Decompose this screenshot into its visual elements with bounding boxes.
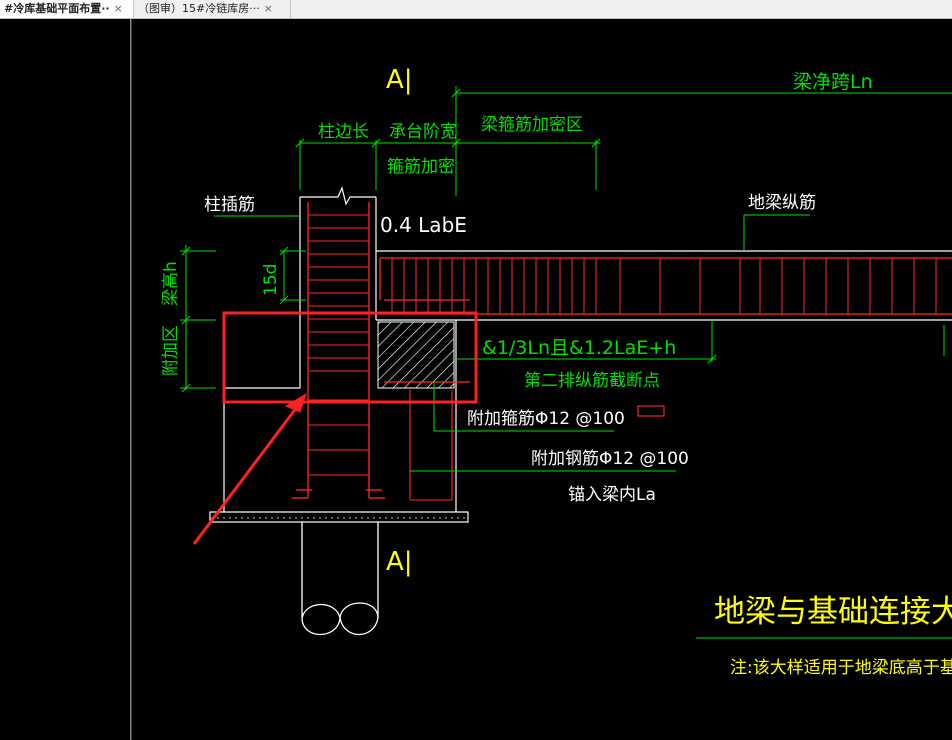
label-additional-rebar: 附加钢筋Φ12 @100 (531, 449, 689, 469)
label-cutoff-length: &1/3Ln且&1.2LaE+h (482, 337, 676, 359)
ground-beam-outline (376, 250, 952, 321)
section-mark-bottom: A| (386, 547, 413, 577)
label-additional-stirrup: 附加箍筋Φ12 @100 (467, 409, 625, 429)
tab-label: #冷库基础平面布置·· (4, 2, 110, 15)
label-additional-zone: 附加区 (161, 325, 181, 376)
column-stirrups (308, 214, 369, 476)
pile-outline (301, 522, 379, 635)
tab-foundation-plan[interactable]: #冷库基础平面布置··× (0, 0, 134, 18)
tab-cold-chain-warehouse[interactable]: （图审）15#冷链库房···× (134, 0, 291, 18)
label-second-row-cutoff: 第二排纵筋截断点 (524, 371, 660, 391)
label-anchor-in-beam: 锚入梁内La (568, 485, 656, 505)
left-side-panel (0, 19, 130, 740)
additional-rebar (409, 390, 665, 501)
section-marks: A| A| (386, 65, 413, 577)
label-column-side-length: 柱边长 (318, 122, 369, 142)
beam-section-hatch (377, 321, 455, 389)
blinding-layer (209, 511, 469, 523)
beam-stirrups (391, 258, 937, 314)
markup-annotation[interactable] (192, 311, 478, 545)
close-icon[interactable]: × (263, 2, 273, 15)
label-15d: 15d (261, 264, 281, 296)
label-anchor-length: 0.4 LabE (380, 213, 467, 237)
panel-divider[interactable] (130, 19, 131, 740)
markup-rectangle[interactable] (222, 311, 478, 404)
label-beam-clear-span: 梁净跨Ln (793, 71, 873, 93)
markup-arrow-line[interactable] (192, 402, 302, 545)
detail-note: 注:该大样适用于地梁底高于基础顶 (730, 658, 952, 678)
label-ground-beam-long-bar: 地梁纵筋 (748, 193, 816, 213)
column-outline (224, 186, 377, 389)
column-rebar (292, 202, 385, 499)
label-beam-stirrup-dense-zone: 梁箍筋加密区 (481, 115, 583, 135)
pile-cap-outline (223, 320, 457, 512)
section-mark-top: A| (386, 65, 413, 95)
tab-label: （图审）15#冷链库房··· (138, 2, 260, 15)
panel-divider-shadow (131, 19, 132, 740)
dimension-lines (180, 86, 952, 639)
close-icon[interactable]: × (113, 2, 123, 15)
drawing-labels: 梁净跨Ln 柱边长 承台阶宽 箍筋加密 梁箍筋加密区 柱插筋 0.4 LabE … (161, 71, 873, 505)
label-cap-step-width: 承台阶宽 (389, 122, 457, 142)
document-tab-bar: #冷库基础平面布置··× （图审）15#冷链库房···× (0, 0, 952, 19)
label-column-dowel: 柱插筋 (204, 195, 255, 215)
label-beam-height: 梁高h (161, 261, 181, 306)
detail-title: 地梁与基础连接大样(一 (714, 594, 952, 630)
markup-arrow-head-icon (284, 392, 307, 413)
label-stirrup-dense: 箍筋加密 (387, 157, 455, 177)
